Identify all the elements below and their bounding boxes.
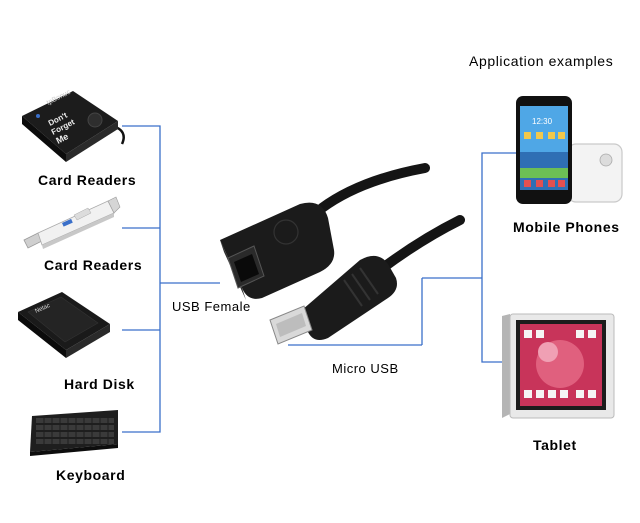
mobile-phone-icon: 12:30 <box>516 96 623 204</box>
left-device-label-4: Keyboard <box>56 467 126 483</box>
micro-usb-label: Micro USB <box>332 361 399 376</box>
right-bracket-line <box>481 152 516 363</box>
otg-cable-icon <box>220 163 465 345</box>
phone-time-text: 12:30 <box>532 117 553 126</box>
left-device-label-3: Hard Disk <box>64 376 135 392</box>
left-device-label-2: Card Readers <box>44 257 143 273</box>
svg-text:Netac: Netac <box>34 303 51 315</box>
left-bracket-line <box>122 125 161 433</box>
right-device-label-2: Tablet <box>533 437 577 453</box>
keyboard-icon <box>30 410 118 456</box>
right-device-label-1: Mobile Phones <box>513 219 620 235</box>
left-device-label-1: Card Readers <box>38 172 137 188</box>
application-examples-title: Application examples <box>469 53 614 69</box>
tablet-icon <box>502 313 615 419</box>
hard-disk-icon: Netac <box>18 292 110 358</box>
micro-usb-plug <box>302 255 397 340</box>
usb-female-label: USB Female <box>172 299 251 314</box>
card-reader-hub-icon: tpBonuc Don't Forget Me <box>22 89 125 162</box>
usb-card-reader-stick-icon <box>23 196 121 249</box>
